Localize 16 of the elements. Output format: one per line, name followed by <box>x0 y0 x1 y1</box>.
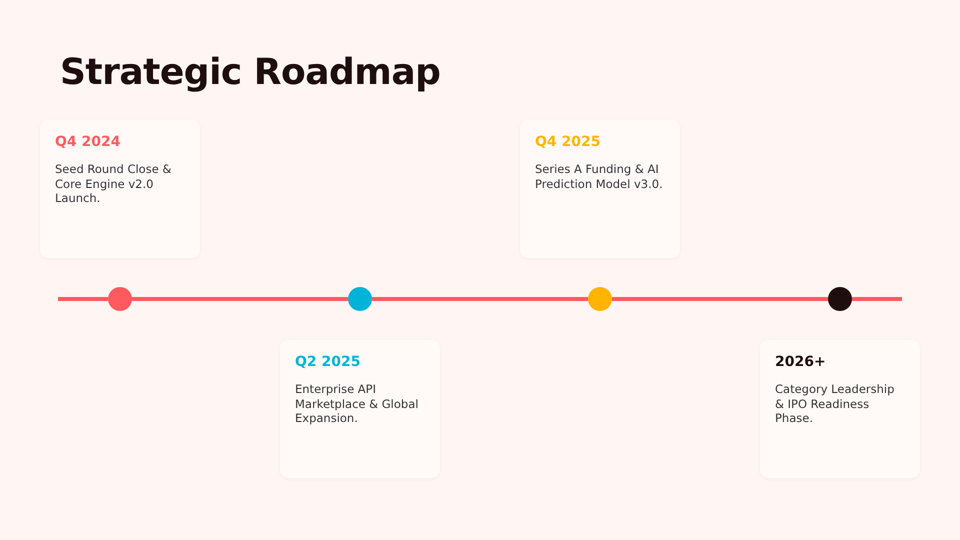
timeline-line <box>612 297 828 301</box>
timeline-line <box>132 297 348 301</box>
milestone-date: Q4 2025 <box>535 134 602 150</box>
milestone-description: Enterprise API Marketplace & Global Expansion. <box>295 382 420 426</box>
timeline-dot <box>108 287 132 311</box>
timeline-dot <box>828 287 852 311</box>
slide-title: Strategic Roadmap <box>60 52 440 93</box>
milestone-date: 2026+ <box>775 354 827 370</box>
milestone-description: Seed Round Close & Core Engine v2.0 Launch. <box>55 162 172 206</box>
milestone-description: Category Leadership & IPO Readiness Phase. <box>775 382 896 426</box>
milestone-date: Q4 2024 <box>55 134 122 150</box>
timeline-dot <box>588 287 612 311</box>
timeline-dot <box>348 287 372 311</box>
milestone-description: Series A Funding & AI Prediction Model v3.0. <box>535 162 664 191</box>
milestone-date: Q2 2025 <box>295 354 362 370</box>
timeline-line <box>372 297 588 301</box>
